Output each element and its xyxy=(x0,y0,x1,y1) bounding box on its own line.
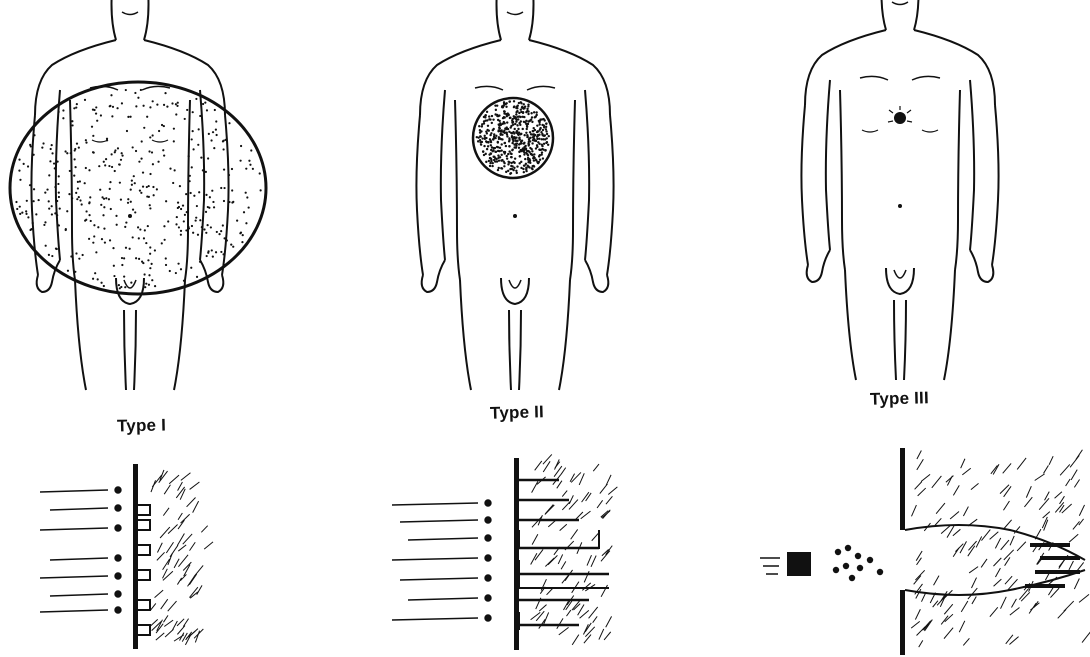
section-type-2 xyxy=(392,454,617,650)
section-type-1 xyxy=(40,464,213,649)
type-2-label: Type II xyxy=(490,402,545,423)
figure-type-3-entry-wound xyxy=(888,106,912,124)
section-type-3 xyxy=(760,448,1090,655)
figure-type-1-body xyxy=(31,0,228,390)
type-3-label: Type III xyxy=(870,388,929,410)
figure-type-2-body xyxy=(416,0,613,390)
figure-type-3-body xyxy=(801,0,998,380)
type-1-label: Type I xyxy=(117,415,166,436)
